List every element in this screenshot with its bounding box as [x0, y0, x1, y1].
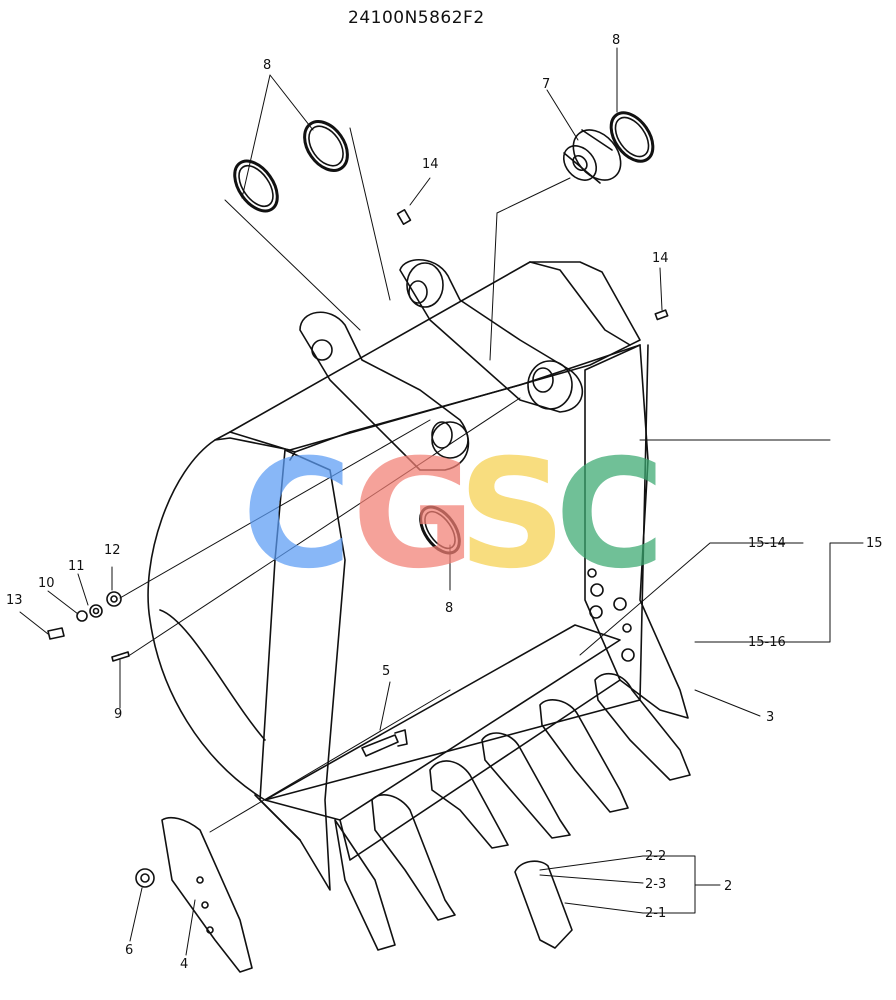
pin-14-right: [654, 309, 669, 321]
callout-2: 2: [724, 879, 732, 894]
bolt-5: [361, 729, 408, 757]
drawing-number: 24100N5862F2: [348, 8, 485, 28]
lug-left: [299, 311, 470, 471]
side-plate-left: [259, 449, 346, 891]
hardware-9-13: [47, 591, 130, 662]
callout-5: 5: [382, 664, 390, 679]
nut-6: [135, 868, 155, 888]
o-ring-8-left: [233, 159, 279, 213]
callout-3: 3: [766, 710, 774, 725]
callout-11: 11: [68, 559, 85, 574]
callout-8c: 8: [445, 601, 453, 616]
callout-8b: 8: [612, 33, 620, 48]
callout-15-14: 15-14: [748, 536, 786, 551]
callout-13: 13: [6, 593, 23, 608]
lug-right: [399, 258, 584, 413]
watermark-letter-g: G: [352, 428, 476, 602]
callout-2-1: 2-1: [645, 906, 666, 921]
watermark-letter-s: S: [458, 428, 567, 602]
callout-9: 9: [114, 707, 122, 722]
pin-14-upper: [396, 209, 412, 225]
o-ring-8-right: [609, 111, 655, 163]
callout-2-2: 2-2: [645, 849, 666, 864]
bucket-shell: [147, 344, 649, 801]
tooth-2: [514, 860, 573, 949]
callout-labels: 8 8 8 7 14 14 15 15-14 15-16 3 12 11 10 …: [6, 33, 883, 972]
side-plate-right: [584, 344, 689, 719]
callout-4: 4: [180, 957, 188, 972]
cutting-edge: [264, 624, 621, 821]
bucket-teeth: [334, 672, 691, 951]
callout-10: 10: [38, 576, 55, 591]
callout-8a: 8: [263, 58, 271, 73]
bucket-top-plate: [214, 261, 641, 451]
edge-bolts: [587, 568, 635, 662]
callout-14b: 14: [652, 251, 669, 266]
callout-15-16: 15-16: [748, 635, 786, 650]
watermark-letter-c2: C: [555, 428, 666, 602]
callout-6: 6: [125, 943, 133, 958]
callout-7: 7: [542, 77, 550, 92]
side-cutter-4: [161, 816, 253, 973]
watermark-letter-c1: C: [242, 428, 353, 602]
callout-2-3: 2-3: [645, 877, 666, 892]
o-ring-8-lower: [419, 505, 461, 555]
o-ring-8-mid: [303, 120, 349, 172]
bushing-7: [562, 129, 622, 184]
callout-15: 15: [866, 536, 883, 551]
callout-14a: 14: [422, 157, 439, 172]
callout-12: 12: [104, 543, 121, 558]
